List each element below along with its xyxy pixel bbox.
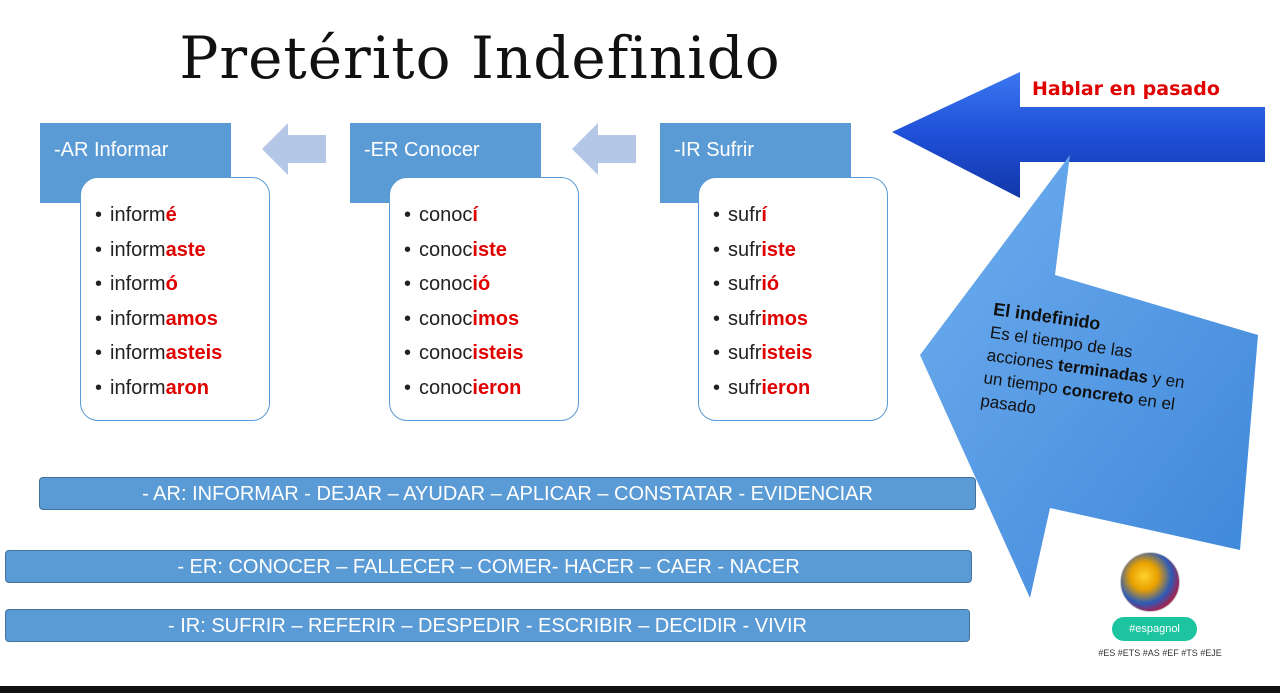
page-title: Pretérito Indefinido (179, 24, 781, 92)
list-item: sufrieron (713, 371, 887, 406)
list-item: informaron (95, 371, 269, 406)
list-item: conoció (404, 267, 578, 302)
list-item: sufrí (713, 198, 887, 233)
list-item: sufriste (713, 233, 887, 268)
list-item: conocisteis (404, 336, 578, 371)
callout-arrow-shape (920, 155, 1258, 598)
big-left-arrow-icon (892, 72, 1265, 198)
list-item: conocieron (404, 371, 578, 406)
list-item: informaste (95, 233, 269, 268)
hashtag-badge[interactable]: #espagnol (1112, 617, 1197, 641)
list-item: conocí (404, 198, 578, 233)
left-arrow-icon (262, 123, 326, 175)
conjugation-list-er: conocí conociste conoció conocimos conoc… (389, 177, 579, 421)
bottom-border (0, 686, 1280, 693)
list-item: sufrió (713, 267, 887, 302)
conjugation-list-ar: informé informaste informó informamos in… (80, 177, 270, 421)
list-item: informé (95, 198, 269, 233)
verb-bar-er: - ER: CONOCER – FALLECER – COMER- HACER … (5, 550, 972, 583)
list-item: conociste (404, 233, 578, 268)
avatar (1120, 552, 1180, 612)
list-item: informasteis (95, 336, 269, 371)
list-item: informamos (95, 302, 269, 337)
list-item: informó (95, 267, 269, 302)
verb-bar-ar: - AR: INFORMAR - DEJAR – AYUDAR – APLICA… (39, 477, 976, 510)
callout-label: Hablar en pasado (1032, 78, 1220, 100)
conjugation-list-ir: sufrí sufriste sufrió sufrimos sufristei… (698, 177, 888, 421)
list-item: sufristeis (713, 336, 887, 371)
list-item: conocimos (404, 302, 578, 337)
verb-bar-ir: - IR: SUFRIR – REFERIR – DESPEDIR - ESCR… (5, 609, 970, 642)
hashtags-text: #ES #ETS #AS #EF #TS #EJE (1098, 648, 1222, 658)
list-item: sufrimos (713, 302, 887, 337)
left-arrow-icon (572, 123, 636, 175)
